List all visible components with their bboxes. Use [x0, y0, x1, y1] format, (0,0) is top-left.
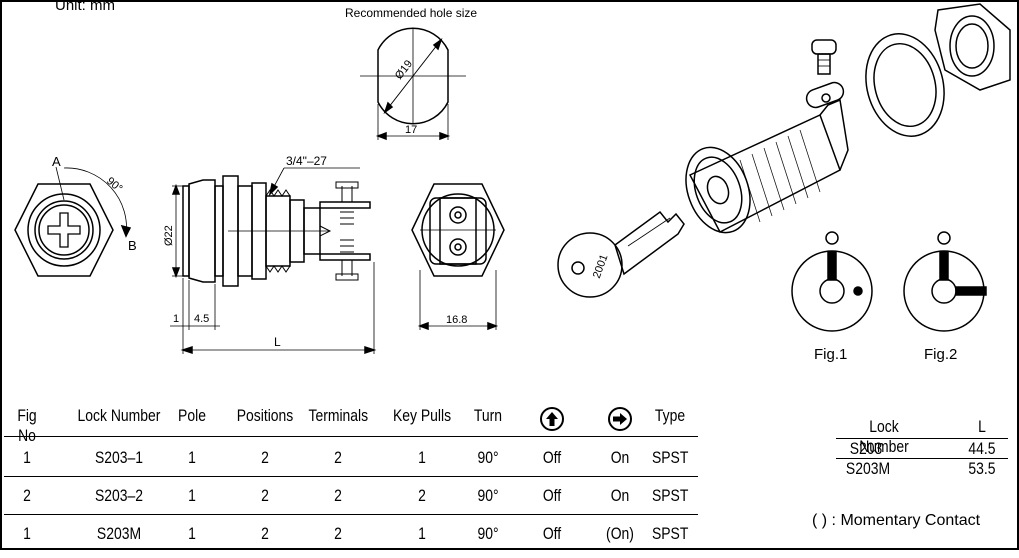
hole-profile — [360, 27, 466, 141]
cell-type: SPST — [651, 448, 689, 467]
cell-right-position: On — [610, 448, 630, 467]
cell-lock-number: S203 — [849, 439, 883, 458]
cell-fig-no: 2 — [23, 486, 31, 505]
cell-type: SPST — [651, 524, 689, 543]
fig1-label: Fig.1 — [814, 346, 847, 363]
table-row: 1 S203–1 1 2 2 1 90° Off On SPST — [4, 448, 698, 482]
momentary-contact-note: ( ) : Momentary Contact — [812, 512, 981, 529]
rear-view — [411, 183, 505, 331]
header-l: L — [978, 417, 986, 436]
side-diameter-label: Ø22 — [163, 225, 175, 246]
header-fig-no: Fig No — [17, 406, 37, 445]
header-pole: Pole — [178, 406, 206, 425]
table-row: 2 S203–2 1 2 2 2 90° Off On SPST — [4, 486, 698, 520]
hole-width-label: 17 — [405, 124, 417, 136]
front-view — [14, 166, 132, 277]
front-label-b: B — [128, 238, 137, 253]
length-table-rule — [836, 458, 1008, 459]
rear-width-label: 16.8 — [446, 314, 467, 326]
cell-turn: 90° — [477, 448, 499, 467]
cell-fig-no: 1 — [23, 448, 31, 467]
fig2-label: Fig.2 — [924, 346, 957, 363]
cell-turn: 90° — [477, 524, 499, 543]
front-label-a: A — [52, 154, 61, 169]
screw-illustration — [811, 39, 837, 75]
cell-positions: 2 — [261, 486, 269, 505]
cell-positions: 2 — [261, 448, 269, 467]
length-table-rule — [836, 438, 1008, 439]
cell-pole: 1 — [188, 448, 196, 467]
cell-pole: 1 — [188, 524, 196, 543]
header-terminals: Terminals — [308, 406, 369, 425]
position-diagram-fig1 — [791, 231, 873, 332]
table-header-row: Fig No Lock Number Pole Positions Termin… — [4, 406, 698, 445]
cell-turn: 90° — [477, 486, 499, 505]
cell-right-position: On — [610, 486, 630, 505]
cell-lock-number: S203–2 — [94, 486, 144, 505]
cell-up-position: Off — [542, 448, 562, 467]
cell-right-position: (On) — [606, 524, 634, 543]
key-engraving: 2001 — [591, 253, 611, 280]
dim-1-label: 1 — [173, 313, 179, 325]
cell-key-pulls: 1 — [418, 524, 426, 543]
cell-fig-no: 1 — [23, 524, 31, 543]
cell-pole: 1 — [188, 486, 196, 505]
washer-illustration — [865, 33, 945, 137]
cell-lock-number: S203–1 — [94, 448, 144, 467]
thread-label: 3/4"–27 — [286, 154, 327, 168]
dim-l-label: L — [274, 335, 281, 349]
cell-type: SPST — [651, 486, 689, 505]
key-illustration: 2001 — [557, 210, 685, 298]
cell-key-pulls: 1 — [418, 448, 426, 467]
cell-length: 44.5 — [968, 439, 996, 458]
dim-45-label: 4.5 — [194, 313, 209, 325]
right-arrow-circle-icon — [600, 406, 640, 437]
header-lock-number: Lock Number — [77, 406, 161, 425]
position-diagram-fig2 — [903, 231, 987, 332]
header-key-pulls: Key Pulls — [392, 406, 452, 425]
cell-lock-number: S203M — [96, 524, 142, 543]
header-type: Type — [654, 406, 686, 425]
header-turn: Turn — [473, 406, 503, 425]
front-angle-label: 90° — [104, 175, 124, 195]
up-arrow-circle-icon — [532, 406, 572, 437]
hole-size-title: Recommended hole size — [345, 6, 478, 20]
cell-key-pulls: 2 — [418, 486, 426, 505]
cell-length: 53.5 — [968, 459, 996, 478]
table-row: 1 S203M 1 2 2 1 90° Off (On) SPST — [4, 524, 698, 558]
table-rule — [4, 476, 698, 477]
unit-label: Unit: mm — [55, 0, 115, 14]
cell-lock-number: S203M — [845, 459, 891, 478]
side-view — [170, 167, 377, 355]
cell-positions: 2 — [261, 524, 269, 543]
table-rule — [4, 436, 698, 437]
table-rule — [4, 514, 698, 515]
cell-up-position: Off — [542, 486, 562, 505]
cell-up-position: Off — [542, 524, 562, 543]
cell-terminals: 2 — [334, 486, 342, 505]
hex-nut-illustration — [934, 3, 1011, 91]
cell-terminals: 2 — [334, 524, 342, 543]
cell-terminals: 2 — [334, 448, 342, 467]
header-positions: Positions — [236, 406, 294, 425]
header-lock-number: Lock Number — [859, 417, 909, 456]
